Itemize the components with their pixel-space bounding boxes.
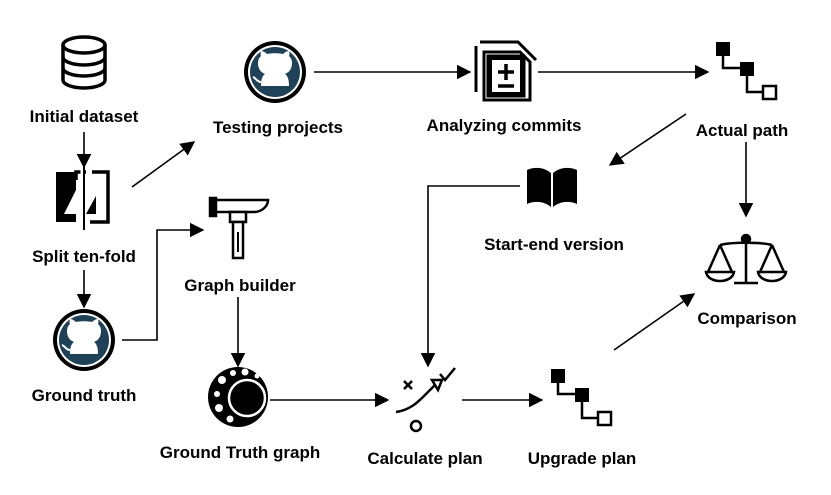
initial-dataset-label: Initial dataset <box>29 107 139 126</box>
scale-icon <box>704 233 788 285</box>
graph-icon <box>208 367 268 427</box>
ground-truth-graph-label: Ground Truth graph <box>159 443 321 462</box>
arrow-split-to-testing <box>131 141 196 188</box>
ground-truth-label: Ground truth <box>31 386 137 405</box>
split-icon <box>56 166 110 230</box>
commit-diff-icon <box>474 40 538 102</box>
hammer-icon <box>208 196 270 260</box>
strategy-icon <box>395 367 456 433</box>
start-end-version-label: Start-end version <box>484 235 624 254</box>
upgrade-plan-label: Upgrade plan <box>527 449 637 468</box>
database-icon <box>61 35 107 90</box>
arrow-groundtruth-to-graphbuilder <box>122 222 205 341</box>
github-icon <box>53 309 115 371</box>
analyzing-commits-label: Analyzing commits <box>426 116 582 135</box>
calculate-plan-label: Calculate plan <box>367 449 483 468</box>
graph-builder-label: Graph builder <box>184 276 296 295</box>
book-icon <box>527 167 577 208</box>
path-icon <box>551 369 613 427</box>
arrow-actual-to-startend <box>608 113 687 166</box>
split-ten-fold-label: Split ten-fold <box>32 247 136 266</box>
connectors <box>76 64 754 408</box>
arrow-upgrade-to-comparison <box>613 293 696 351</box>
actual-path-label: Actual path <box>695 121 789 140</box>
path-icon <box>716 42 778 101</box>
comparison-label: Comparison <box>697 309 797 328</box>
arrow-startend-to-calculate <box>420 185 520 368</box>
github-icon <box>244 41 306 103</box>
testing-projects-label: Testing projects <box>212 118 344 137</box>
